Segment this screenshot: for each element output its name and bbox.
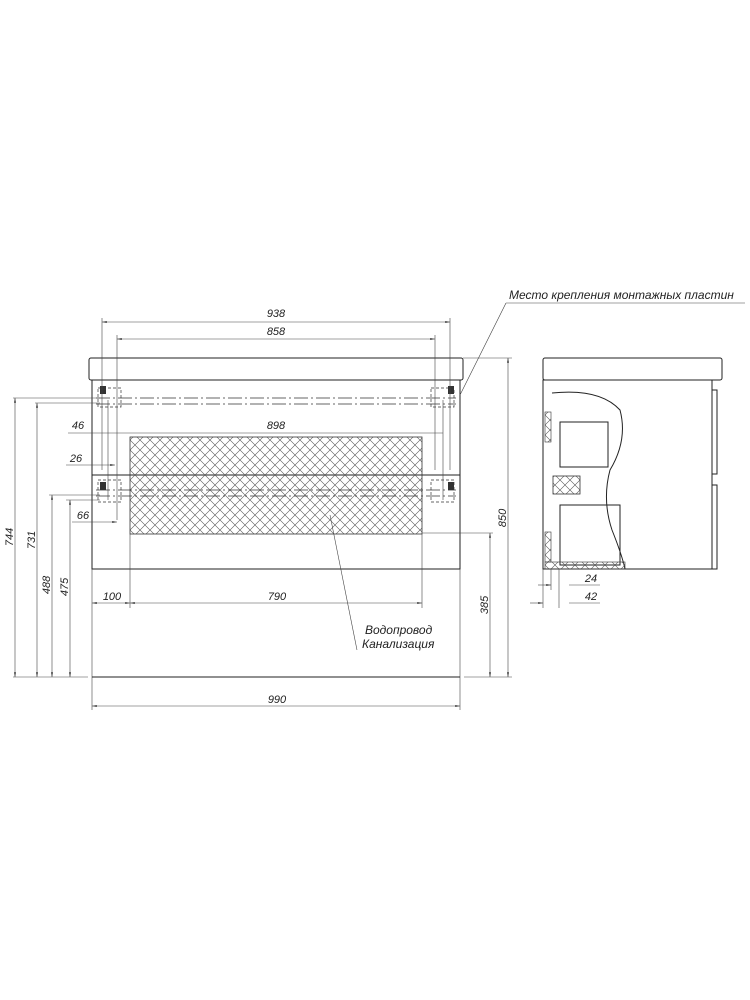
side-countertop — [542, 357, 723, 381]
side-view: 24 42 — [530, 357, 723, 608]
dim-100: 100 — [103, 591, 122, 603]
front-view: 938 858 898 46 26 66 100 790 990 744 731… — [4, 288, 745, 710]
countertop — [88, 357, 464, 381]
dim-26: 26 — [69, 453, 83, 465]
dim-938: 938 — [267, 308, 286, 320]
dim-475: 475 — [59, 577, 71, 596]
dim-850: 850 — [497, 508, 509, 527]
dim-790: 790 — [268, 591, 287, 603]
callout-sewer: Канализация — [362, 637, 435, 651]
dim-898: 898 — [267, 420, 286, 432]
mounting-brackets — [97, 386, 455, 503]
siphon-cutout — [551, 391, 626, 570]
side-front-lower — [711, 484, 718, 570]
dim-66: 66 — [77, 510, 90, 522]
dim-46: 46 — [72, 420, 85, 432]
dim-488: 488 — [41, 575, 53, 594]
dim-990: 990 — [268, 694, 287, 706]
dim-385: 385 — [479, 595, 491, 614]
side-front-upper — [711, 389, 718, 475]
dim-744: 744 — [4, 528, 16, 546]
dim-24: 24 — [584, 573, 597, 585]
callout-water-supply: Водопровод — [365, 623, 433, 637]
dim-42: 42 — [585, 591, 597, 603]
plumbing-zone — [129, 436, 423, 535]
callout-mounting-plates: Место крепления монтажных пластин — [509, 288, 734, 302]
dim-731: 731 — [26, 531, 38, 549]
side-body — [542, 379, 713, 570]
dim-858: 858 — [267, 326, 286, 338]
